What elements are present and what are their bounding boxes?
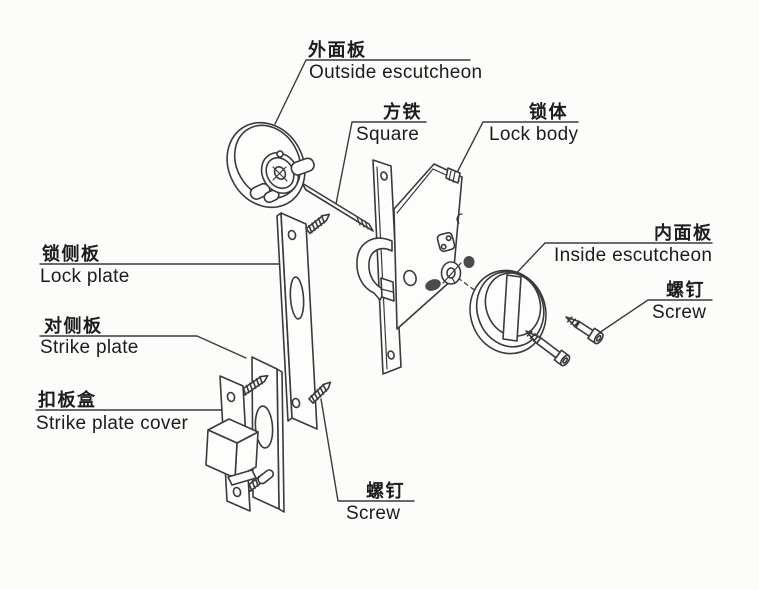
label-lock-body-en: Lock body	[489, 124, 579, 145]
label-screw-bottom-zh: 螺钉	[366, 480, 405, 501]
lock-plate-slot	[289, 276, 305, 320]
lock-plate-drawing	[276, 212, 332, 430]
label-strike-plate-en: Strike plate	[40, 337, 139, 358]
strike-plate-cover-drawing	[205, 375, 275, 512]
thumb-turn	[502, 274, 522, 342]
leader-lines	[35, 59, 713, 502]
label-inside-escutcheon-zh: 内面板	[654, 222, 713, 243]
label-lock-plate-en: Lock plate	[40, 266, 130, 287]
leader-screw-bottom	[320, 398, 415, 502]
spindle-hub	[440, 261, 462, 285]
leader-square	[335, 121, 427, 205]
label-inside-escutcheon-en: Inside escutcheon	[554, 245, 712, 266]
label-outside-escutcheon-zh: 外面板	[308, 39, 367, 60]
label-square-en: Square	[356, 124, 419, 145]
leader-inside-escutcheon	[507, 242, 713, 283]
leader-screw-right	[598, 299, 713, 334]
wood-screw	[305, 213, 331, 235]
label-lock-body-zh: 锁体	[529, 101, 568, 122]
labels: 外面板 Outside escutcheon 方铁 Square 锁体 Lock…	[36, 39, 713, 524]
lock-body-drawing	[356, 159, 475, 375]
wood-screw	[308, 381, 332, 404]
slide-bolt	[380, 277, 395, 302]
escutcheon-knob	[290, 157, 315, 176]
label-screw-right-en: Screw	[652, 302, 706, 323]
machine-screw-b	[525, 330, 571, 367]
spindle-boss	[436, 231, 456, 253]
axis-dash-right	[457, 277, 489, 301]
label-lock-plate-zh: 锁侧板	[42, 243, 101, 264]
machine-screw-a	[565, 316, 604, 345]
label-outside-escutcheon-en: Outside escutcheon	[309, 62, 482, 83]
label-square-zh: 方铁	[383, 101, 422, 122]
leader-strike-plate	[39, 335, 247, 359]
label-strike-plate-zh: 对侧板	[44, 315, 103, 336]
strike-plate-slot	[254, 405, 274, 449]
latch-pin	[257, 469, 275, 485]
lock-body-faceplate	[372, 159, 402, 375]
label-strike-plate-cover-en: Strike plate cover	[36, 413, 189, 434]
lock-case	[393, 163, 463, 330]
leader-outside-escutcheon	[274, 59, 471, 125]
label-strike-plate-cover-zh: 扣板盒	[38, 389, 97, 410]
label-screw-right-zh: 螺钉	[666, 279, 705, 300]
label-screw-bottom-en: Screw	[346, 503, 400, 524]
outside-escutcheon-drawing	[226, 121, 315, 209]
square-rod-drawing	[301, 182, 374, 232]
